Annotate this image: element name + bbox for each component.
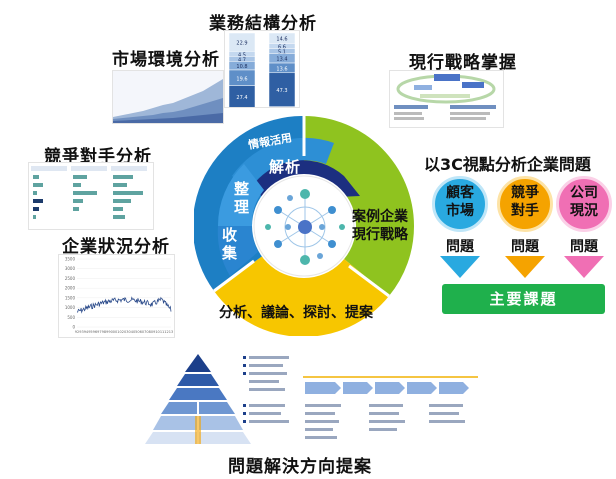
stock-y-tick: 3000 xyxy=(65,266,76,271)
business-bar-label: 13.4 xyxy=(276,57,287,63)
market-analysis-label: 市場環境分析 xyxy=(112,50,220,70)
stock-price-line xyxy=(76,296,172,314)
stock-y-tick: 2000 xyxy=(65,286,76,291)
wheel-collect-text: 收集 xyxy=(222,226,239,262)
wheel-green-sector xyxy=(304,116,414,296)
3c-competitor-line2: 對手 xyxy=(511,203,539,219)
business-bar-label: 47.3 xyxy=(276,88,287,94)
stock-x-tick: 97 xyxy=(97,330,101,334)
company-status-label: 企業狀況分析 xyxy=(62,237,170,257)
down-arrow-pink-icon xyxy=(564,256,604,278)
stock-x-tick: 04 xyxy=(128,330,133,334)
business-bar-label: 6.6 xyxy=(278,44,286,50)
view-3c-label: 以3C視點分析企業問題 xyxy=(424,155,591,174)
stock-x-tick: 99 xyxy=(106,330,110,334)
stock-x-tick: 96 xyxy=(93,330,97,334)
stock-y-tick: 3500 xyxy=(65,257,76,262)
wheel-organize-text: 整理 xyxy=(234,180,251,216)
stock-y-tick: 500 xyxy=(67,315,75,320)
business-bar-label: 27.4 xyxy=(236,95,247,101)
business-bar-label: 22.9 xyxy=(236,41,247,47)
current-strategy-diagram xyxy=(389,70,504,128)
stock-x-tick: 12 xyxy=(164,330,168,334)
business-bar-segment xyxy=(268,72,296,107)
business-bar-label: 4.7 xyxy=(238,57,246,63)
solution-proposal-diagram xyxy=(143,350,483,446)
network-icon xyxy=(265,189,345,265)
3c-customer-circle: 顧客 市場 xyxy=(432,176,488,232)
stock-x-tick: 08 xyxy=(146,330,150,334)
market-analysis-chart xyxy=(112,70,224,124)
3c-competitor-sub: 問題 xyxy=(511,239,539,255)
business-bar-label: 19.6 xyxy=(236,76,247,82)
strategy-flow-icon xyxy=(394,74,496,120)
stock-x-tick: 98 xyxy=(102,330,106,334)
stock-x-tick: 03 xyxy=(124,330,128,334)
stock-x-tick: 09 xyxy=(151,330,155,334)
3c-competitor-line1: 競爭 xyxy=(511,185,539,201)
main-issue-banner: 主要課題 xyxy=(442,284,605,314)
business-bar-label: 13.6 xyxy=(276,66,287,72)
wheel-info-band xyxy=(232,137,334,188)
stock-x-tick: 95 xyxy=(88,330,92,334)
business-bar-segment xyxy=(228,85,256,107)
wheel-collect-band xyxy=(217,226,258,276)
3c-company-line2: 現況 xyxy=(570,203,598,219)
3c-customer-line2: 市場 xyxy=(446,203,474,219)
stock-y-tick: 0 xyxy=(72,325,75,330)
wheel-organize-band xyxy=(217,164,264,226)
competitor-analysis-table xyxy=(28,162,154,230)
stock-x-tick: 07 xyxy=(142,330,146,334)
business-bar-label: 14.6 xyxy=(276,37,287,43)
solution-proposal-label: 問題解決方向提案 xyxy=(228,457,372,477)
3c-competitor-circle: 競爭 對手 xyxy=(497,176,553,232)
process-wheel xyxy=(194,116,414,336)
wheel-analysis-text: 解析 xyxy=(269,158,302,176)
wheel-case-text: 案例企業 現行戰略 xyxy=(352,208,408,244)
stock-x-tick: 11 xyxy=(160,330,164,334)
stock-x-tick: 93 xyxy=(79,330,83,334)
current-strategy-label: 現行戰略掌握 xyxy=(409,53,517,73)
business-structure-label: 業務結構分析 xyxy=(209,14,317,34)
3c-company-circle: 公司 現況 xyxy=(556,176,612,232)
competitor-bars-icon xyxy=(31,166,147,219)
3c-customer-line1: 顧客 xyxy=(446,185,474,201)
wheel-case-line2: 現行戰略 xyxy=(352,227,408,243)
market-area-chart-icon xyxy=(113,71,223,123)
business-bar-label: 10.8 xyxy=(236,64,247,70)
stock-x-tick: 13 xyxy=(169,330,173,334)
down-arrow-orange-icon xyxy=(505,256,545,278)
stock-y-tick: 1500 xyxy=(65,295,76,300)
stock-x-tick: 05 xyxy=(133,330,137,334)
wheel-case-line1: 案例企業 xyxy=(352,209,408,225)
stock-x-tick: 10 xyxy=(155,330,159,334)
3c-company-line1: 公司 xyxy=(570,185,598,201)
stock-y-tick: 2500 xyxy=(65,276,76,281)
pyramid-flow-icon xyxy=(145,354,478,444)
stock-x-tick: 02 xyxy=(120,330,124,334)
stock-x-tick: 92 xyxy=(75,330,79,334)
wheel-yellow-sector xyxy=(214,226,389,336)
stock-x-tick: 00 xyxy=(111,330,115,334)
down-arrow-blue-icon xyxy=(440,256,480,278)
stock-x-tick: 06 xyxy=(137,330,141,334)
wheel-discuss-text: 分析、議論、探討、提案 xyxy=(219,305,373,321)
business-bar-label: 4.5 xyxy=(238,52,246,58)
3c-company-sub: 問題 xyxy=(570,239,598,255)
business-bar-label: 5.1 xyxy=(278,49,286,55)
stock-x-tick: 01 xyxy=(115,330,119,334)
business-stacked-bars: 22.9 4.54.710.8 19.6 27.4 14.66.65.1 13.4 13.6… xyxy=(228,32,296,107)
stock-y-tick: 1000 xyxy=(65,305,76,310)
stock-x-tick: 94 xyxy=(84,330,89,334)
3c-customer-sub: 問題 xyxy=(446,239,474,255)
